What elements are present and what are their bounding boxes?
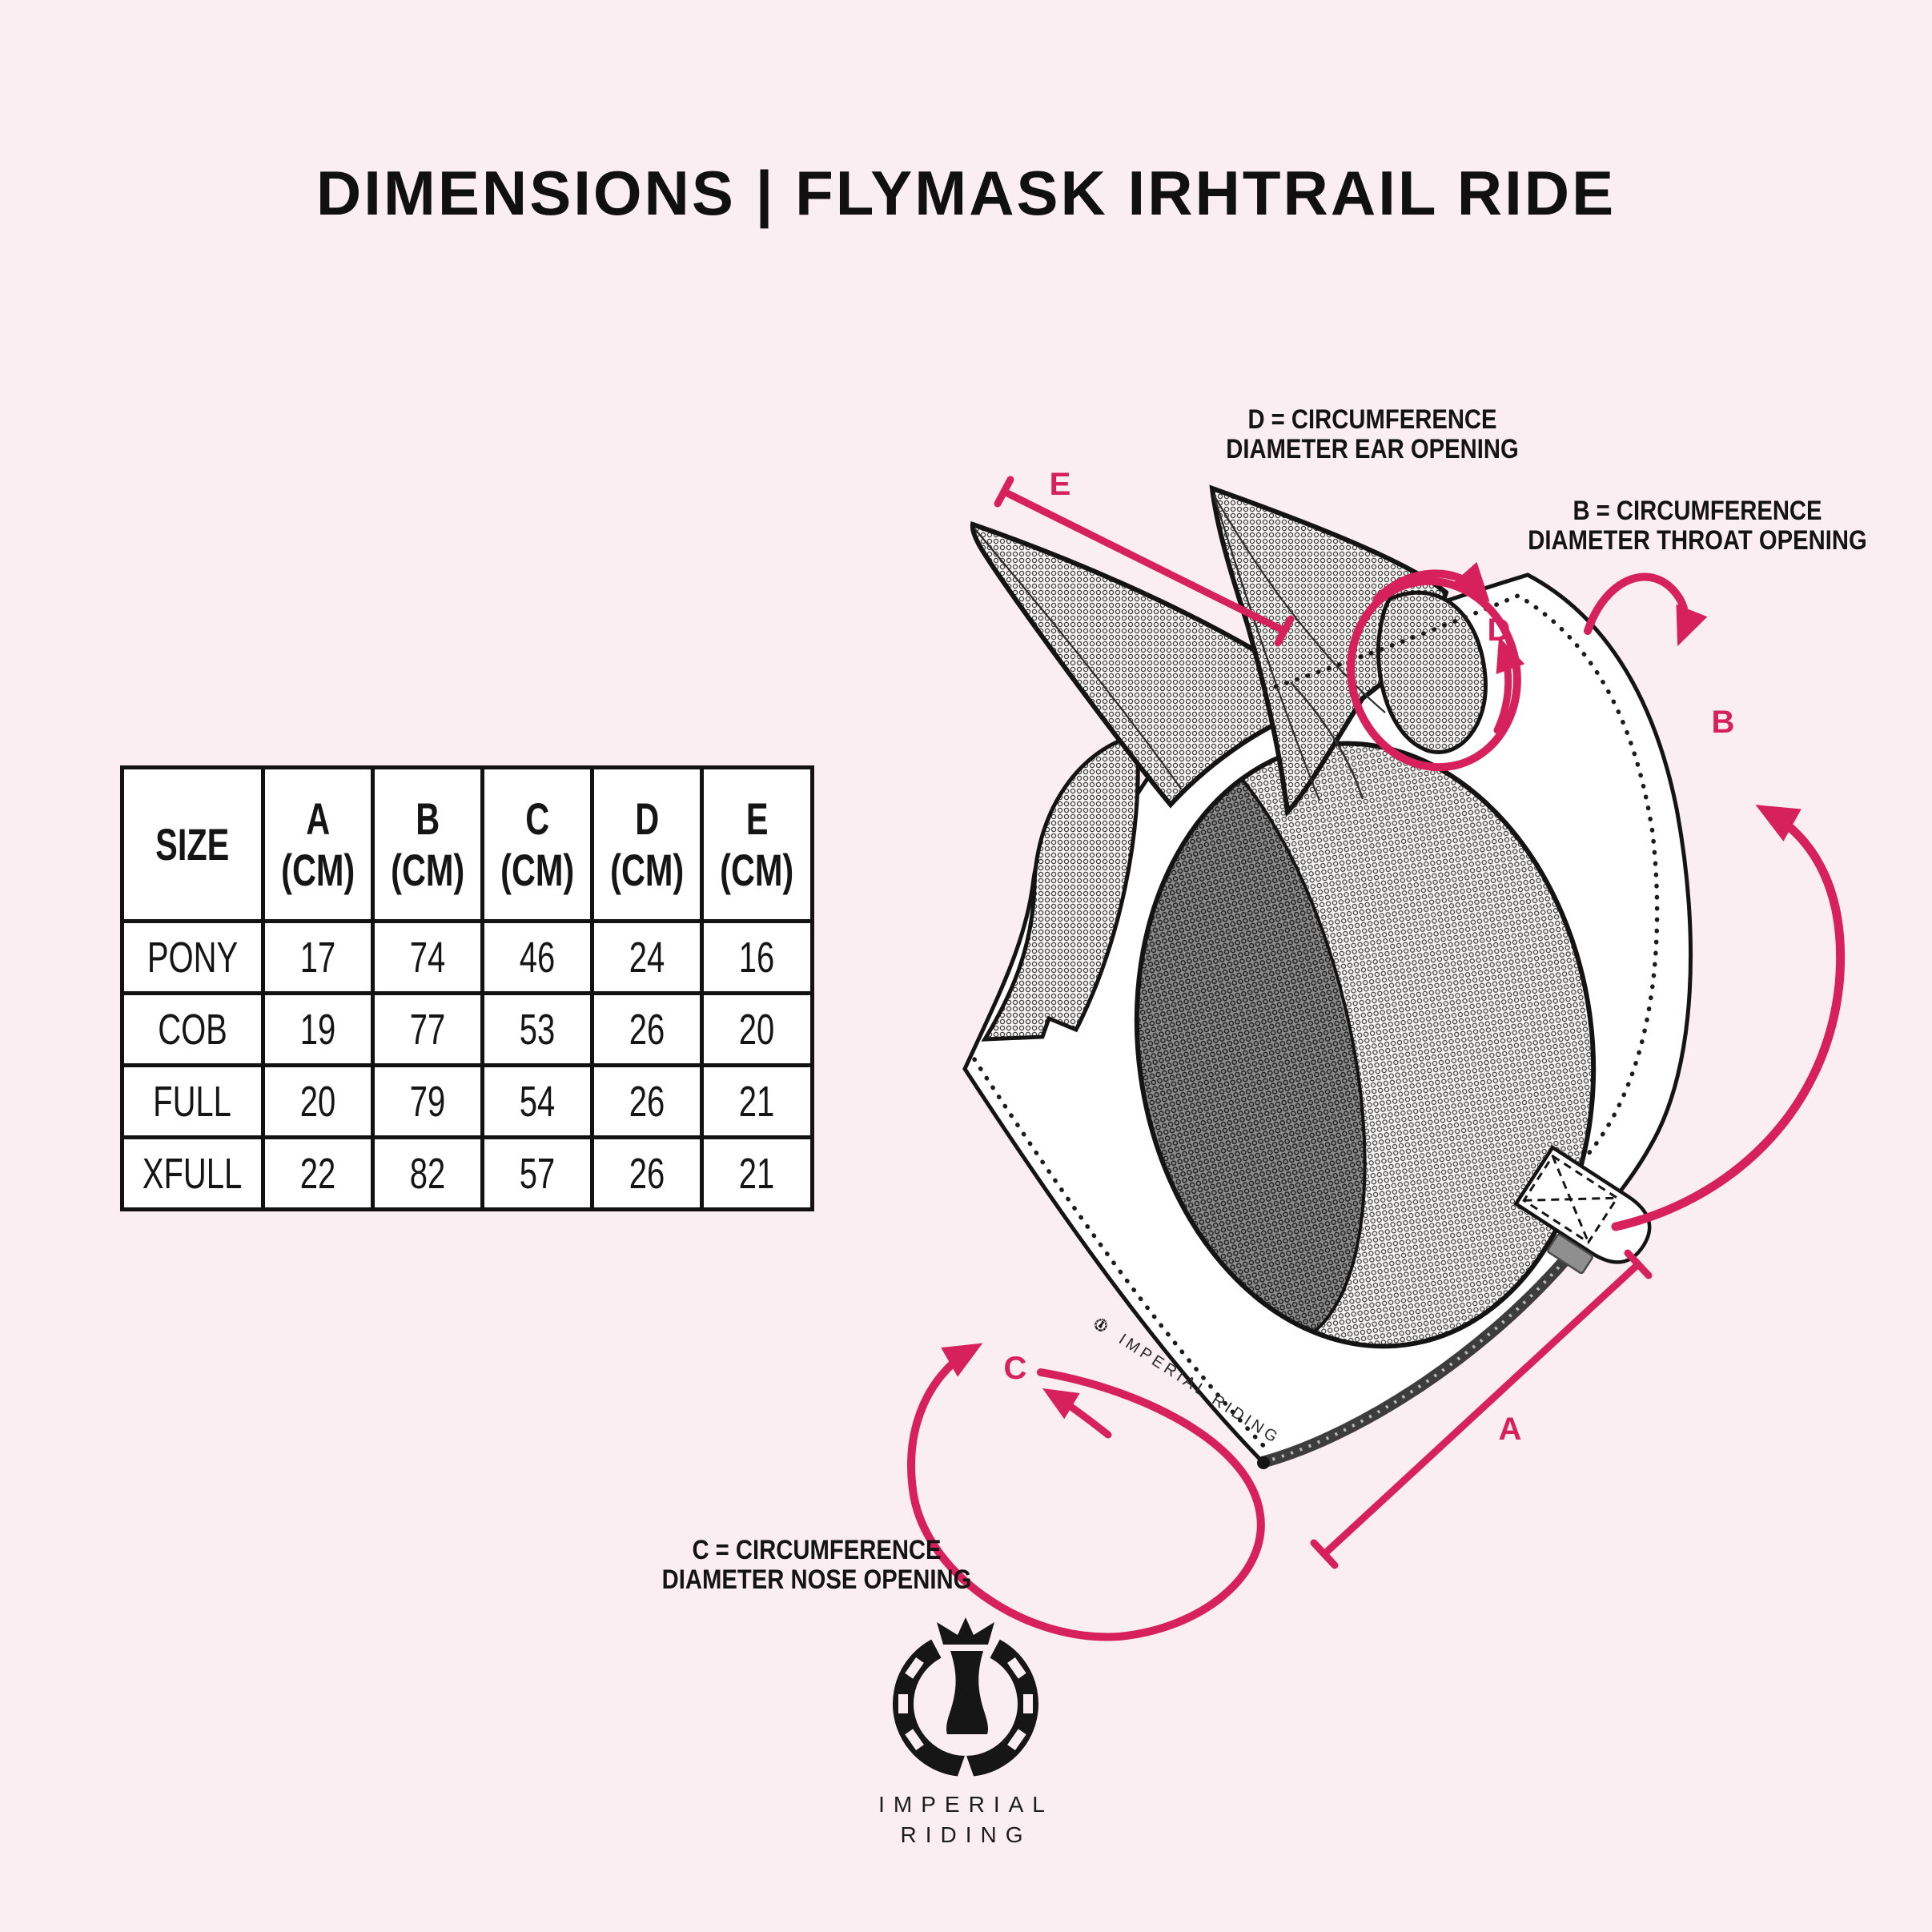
measure-label-a: A: [1499, 1412, 1522, 1447]
cell-c: 53: [480, 991, 594, 1067]
annotation-line: B = CIRCUMFERENCE: [1573, 496, 1822, 526]
table-row: FULL 20 79 54 26 21: [120, 1063, 814, 1139]
cell-a: 22: [261, 1135, 375, 1211]
cell-c: 46: [480, 919, 594, 995]
measure-loop-c: [907, 1343, 1265, 1641]
edge-logo-icon: [1091, 1315, 1111, 1335]
measure-line-e: [994, 476, 1295, 647]
cell-size: FULL: [120, 1063, 265, 1139]
annotation-throat-opening: B = CIRCUMFERENCE DIAMETER THROAT OPENIN…: [1436, 496, 1932, 556]
cell-size: PONY: [120, 919, 265, 995]
table-row: COB 19 77 53 26 20: [120, 991, 814, 1067]
brand-logo-icon: [898, 1617, 1033, 1781]
cell-a: 19: [261, 991, 375, 1067]
col-header-size: SIZE: [120, 765, 265, 923]
annotation-line: D = CIRCUMFERENCE: [1247, 404, 1497, 435]
col-header-b: B (CM): [371, 765, 484, 923]
cell-b: 82: [371, 1135, 484, 1211]
zipper-pull: [1547, 1233, 1593, 1275]
ear-opening-mesh: [1376, 590, 1488, 754]
annotation-line: DIAMETER THROAT OPENING: [1528, 525, 1867, 556]
cell-c: 57: [480, 1135, 594, 1211]
annotation-line: DIAMETER EAR OPENING: [1226, 434, 1519, 464]
cell-d: 26: [590, 991, 704, 1067]
table-row: PONY 17 74 46 24 16: [120, 919, 814, 995]
annotation-nose-opening: C = CIRCUMFERENCE DIAMETER NOSE OPENING: [555, 1536, 1078, 1595]
left-ear-mesh: [970, 520, 1305, 809]
measure-arc-b-top: [1584, 572, 1708, 647]
cell-d: 26: [590, 1135, 704, 1211]
nose-stitch-line: [972, 1057, 1271, 1453]
table-header-row: SIZE A (CM) B (CM) C (CM) D (CM) E (CM): [120, 765, 814, 923]
cell-size: XFULL: [120, 1135, 265, 1211]
measure-arc-b-side: [1611, 805, 1846, 1231]
annotation-line: C = CIRCUMFERENCE: [692, 1535, 942, 1565]
edge-corner-dot: [1257, 1456, 1270, 1469]
cell-b: 77: [371, 991, 484, 1067]
annotation-line: DIAMETER NOSE OPENING: [661, 1564, 972, 1595]
far-eye-mesh: [981, 732, 1140, 1042]
brand-wordmark-line2: RIDING: [900, 1822, 1032, 1847]
cell-a: 20: [261, 1063, 375, 1139]
annotation-ear-opening: D = CIRCUMFERENCE DIAMETER EAR OPENING: [1111, 405, 1634, 464]
measure-label-b: B: [1712, 705, 1735, 740]
col-header-d: D (CM): [590, 765, 704, 923]
measure-line-a: [1310, 1249, 1653, 1569]
cell-e: 21: [700, 1135, 814, 1211]
cell-d: 26: [590, 1063, 704, 1139]
page-title: DIMENSIONS | FLYMASK IRHTRAIL RIDE: [315, 158, 1617, 228]
velcro-tab: [1513, 1145, 1652, 1264]
crown-stitch-line: [1263, 592, 1660, 1163]
right-ear-mesh: [1209, 484, 1449, 817]
measure-circle-d: [1347, 561, 1525, 772]
measure-label-e: E: [1050, 467, 1071, 502]
cell-e: 21: [700, 1063, 814, 1139]
cell-e: 16: [700, 919, 814, 995]
measure-label-c: C: [1004, 1351, 1027, 1386]
table-row: XFULL 22 82 57 26 21: [120, 1135, 814, 1211]
cell-size: COB: [120, 991, 265, 1067]
crown-crease-line: [1290, 681, 1364, 800]
zipper-teeth: [1263, 1255, 1569, 1464]
cell-e: 20: [700, 991, 814, 1067]
cell-c: 54: [480, 1063, 594, 1139]
measure-label-d: D: [1488, 613, 1511, 648]
col-header-e: E (CM): [700, 765, 814, 923]
col-header-c: C (CM): [480, 765, 594, 923]
size-table: SIZE A (CM) B (CM) C (CM) D (CM) E (CM): [120, 765, 814, 1211]
brand-wordmark-line1: IMPERIAL: [878, 1792, 1054, 1817]
cell-b: 74: [371, 919, 484, 995]
cell-b: 79: [371, 1063, 484, 1139]
cell-d: 24: [590, 919, 704, 995]
col-header-a: A (CM): [261, 765, 375, 923]
cell-a: 17: [261, 919, 375, 995]
